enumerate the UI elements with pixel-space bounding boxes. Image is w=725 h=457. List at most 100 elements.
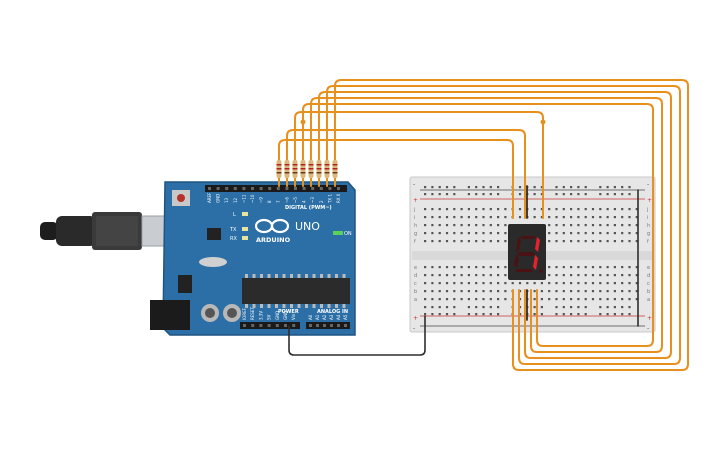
header-hole[interactable] <box>330 324 333 327</box>
rail-hole[interactable] <box>497 193 500 196</box>
terminal-hole[interactable] <box>453 208 456 211</box>
rail-hole[interactable] <box>599 313 602 316</box>
terminal-hole[interactable] <box>504 290 507 293</box>
rail-hole[interactable] <box>555 186 558 189</box>
terminal-hole[interactable] <box>475 232 478 235</box>
terminal-hole[interactable] <box>424 282 427 285</box>
rail-hole[interactable] <box>445 306 449 309</box>
rail-hole[interactable] <box>518 186 522 189</box>
header-hole[interactable] <box>259 187 263 190</box>
terminal-hole[interactable] <box>482 282 485 285</box>
rail-hole[interactable] <box>555 193 558 196</box>
terminal-hole[interactable] <box>453 282 456 285</box>
terminal-hole[interactable] <box>635 282 638 285</box>
header-hole[interactable] <box>216 187 220 190</box>
rail-hole[interactable] <box>599 186 602 189</box>
rail-hole[interactable] <box>424 193 427 196</box>
rail-hole[interactable] <box>438 306 441 309</box>
rail-hole[interactable] <box>445 313 449 316</box>
rail-hole[interactable] <box>577 313 580 316</box>
terminal-hole[interactable] <box>497 274 500 277</box>
rail-hole[interactable] <box>497 306 500 309</box>
terminal-hole[interactable] <box>591 282 595 285</box>
header-hole[interactable] <box>328 187 332 190</box>
terminal-hole[interactable] <box>621 282 624 285</box>
terminal-hole[interactable] <box>584 298 587 301</box>
signal-wire[interactable] <box>278 139 514 219</box>
terminal-hole[interactable] <box>497 298 500 301</box>
terminal-hole[interactable] <box>635 208 638 211</box>
terminal-hole[interactable] <box>482 208 485 211</box>
rail-hole[interactable] <box>497 186 500 189</box>
terminal-hole[interactable] <box>555 216 558 219</box>
terminal-hole[interactable] <box>584 224 587 227</box>
header-hole[interactable] <box>276 187 280 190</box>
terminal-hole[interactable] <box>548 224 551 227</box>
signal-wire[interactable] <box>294 111 544 219</box>
rail-hole[interactable] <box>613 313 616 316</box>
rail-hole[interactable] <box>467 306 470 309</box>
terminal-hole[interactable] <box>599 290 602 293</box>
terminal-hole[interactable] <box>475 224 478 227</box>
rail-hole[interactable] <box>438 186 441 189</box>
rail-hole[interactable] <box>555 306 558 309</box>
terminal-hole[interactable] <box>533 290 536 293</box>
terminal-hole[interactable] <box>599 266 602 269</box>
terminal-hole[interactable] <box>424 298 427 301</box>
terminal-hole[interactable] <box>497 208 500 211</box>
rail-hole[interactable] <box>475 186 478 189</box>
terminal-hole[interactable] <box>562 274 565 277</box>
terminal-hole[interactable] <box>489 240 492 243</box>
rail-hole[interactable] <box>453 193 456 196</box>
terminal-hole[interactable] <box>445 282 449 285</box>
rail-hole[interactable] <box>424 313 427 316</box>
terminal-hole[interactable] <box>555 232 558 235</box>
terminal-hole[interactable] <box>497 216 500 219</box>
terminal-hole[interactable] <box>482 290 485 293</box>
terminal-hole[interactable] <box>628 232 631 235</box>
terminal-hole[interactable] <box>489 274 492 277</box>
terminal-hole[interactable] <box>526 282 529 285</box>
terminal-hole[interactable] <box>504 224 507 227</box>
terminal-hole[interactable] <box>562 266 565 269</box>
terminal-hole[interactable] <box>548 216 551 219</box>
terminal-hole[interactable] <box>606 282 609 285</box>
terminal-hole[interactable] <box>577 298 580 301</box>
terminal-hole[interactable] <box>453 290 456 293</box>
terminal-hole[interactable] <box>555 298 558 301</box>
terminal-hole[interactable] <box>475 208 478 211</box>
rail-hole[interactable] <box>424 186 427 189</box>
terminal-hole[interactable] <box>562 290 565 293</box>
terminal-hole[interactable] <box>628 216 631 219</box>
terminal-hole[interactable] <box>628 282 631 285</box>
header-hole[interactable] <box>251 187 254 190</box>
terminal-hole[interactable] <box>438 290 441 293</box>
terminal-hole[interactable] <box>606 274 609 277</box>
terminal-hole[interactable] <box>489 266 492 269</box>
rail-hole[interactable] <box>570 186 573 189</box>
rail-hole[interactable] <box>621 186 624 189</box>
rail-hole[interactable] <box>467 313 470 316</box>
terminal-hole[interactable] <box>591 266 595 269</box>
wires[interactable] <box>278 79 689 371</box>
terminal-hole[interactable] <box>482 216 485 219</box>
terminal-hole[interactable] <box>599 240 602 243</box>
terminal-hole[interactable] <box>613 232 616 235</box>
terminal-hole[interactable] <box>475 290 478 293</box>
terminal-hole[interactable] <box>584 266 587 269</box>
usb-cable[interactable] <box>40 212 179 250</box>
header-hole[interactable] <box>344 324 347 327</box>
terminal-hole[interactable] <box>453 232 456 235</box>
terminal-hole[interactable] <box>431 290 434 293</box>
terminal-hole[interactable] <box>438 240 441 243</box>
rail-hole[interactable] <box>540 193 543 196</box>
rail-hole[interactable] <box>621 306 624 309</box>
header-hole[interactable] <box>225 187 229 190</box>
terminal-hole[interactable] <box>570 274 573 277</box>
terminal-hole[interactable] <box>562 240 565 243</box>
terminal-hole[interactable] <box>577 208 580 211</box>
header-hole[interactable] <box>302 187 306 190</box>
terminal-hole[interactable] <box>540 208 543 211</box>
terminal-hole[interactable] <box>599 216 602 219</box>
